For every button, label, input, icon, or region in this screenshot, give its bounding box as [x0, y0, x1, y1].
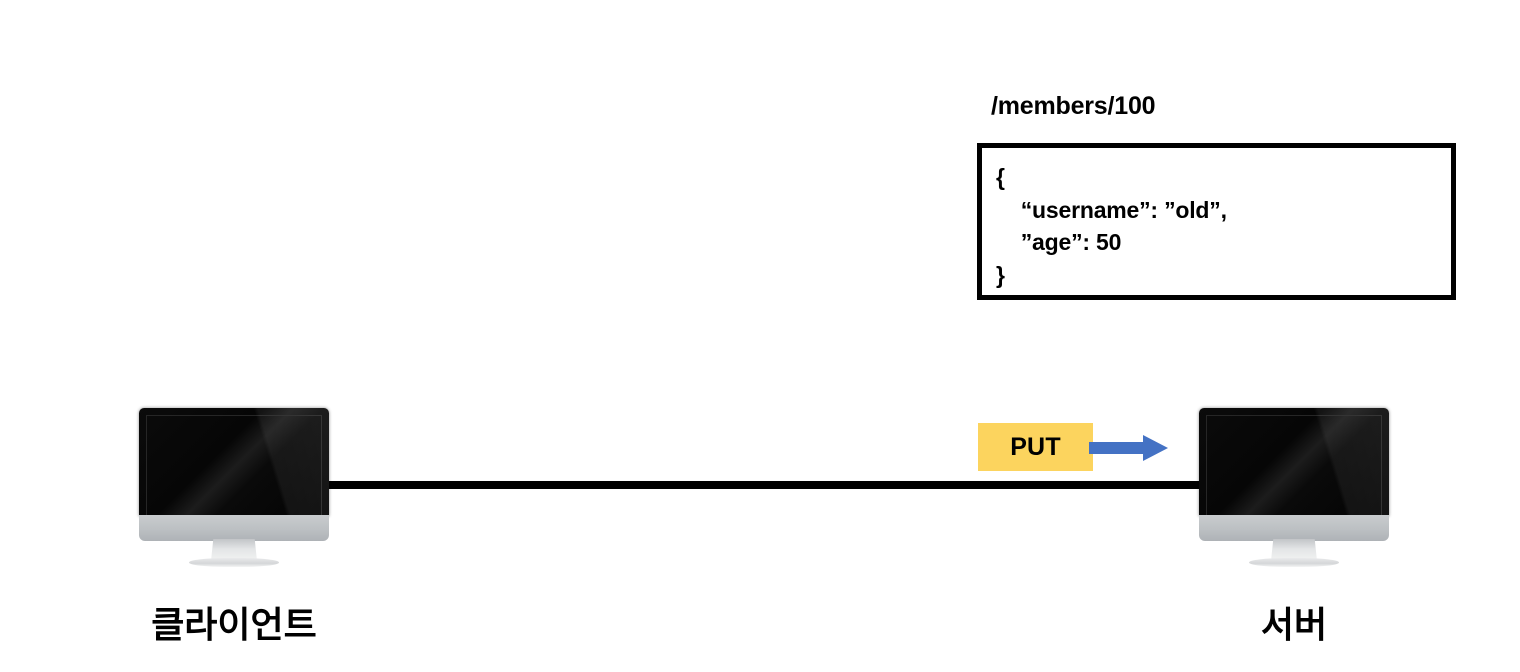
monitor-stand [1271, 539, 1317, 561]
client-server-connection-line [328, 481, 1202, 489]
http-method-badge: PUT [978, 423, 1093, 471]
monitor-stand [211, 539, 257, 561]
monitor-bezel [146, 415, 322, 516]
client-caption: 클라이언트 [151, 604, 317, 645]
monitor-chin [1199, 515, 1389, 541]
request-payload-box: { “username”: ”old”, ”age”: 50 } [977, 143, 1456, 300]
arrow-right-icon [1089, 435, 1168, 461]
monitor-base [189, 558, 279, 567]
monitor-base [1249, 558, 1339, 567]
server-monitor-icon [1199, 408, 1389, 567]
client-monitor-icon [139, 408, 329, 567]
http-method-label: PUT [1010, 432, 1061, 461]
server-caption: 서버 [1260, 604, 1328, 645]
monitor-screen [139, 408, 329, 516]
monitor-chin [139, 515, 329, 541]
monitor-bezel [1206, 415, 1382, 516]
monitor-screen [1199, 408, 1389, 516]
endpoint-path-label: /members/100 [991, 92, 1156, 120]
request-payload-json: { “username”: ”old”, ”age”: 50 } [996, 164, 1227, 288]
